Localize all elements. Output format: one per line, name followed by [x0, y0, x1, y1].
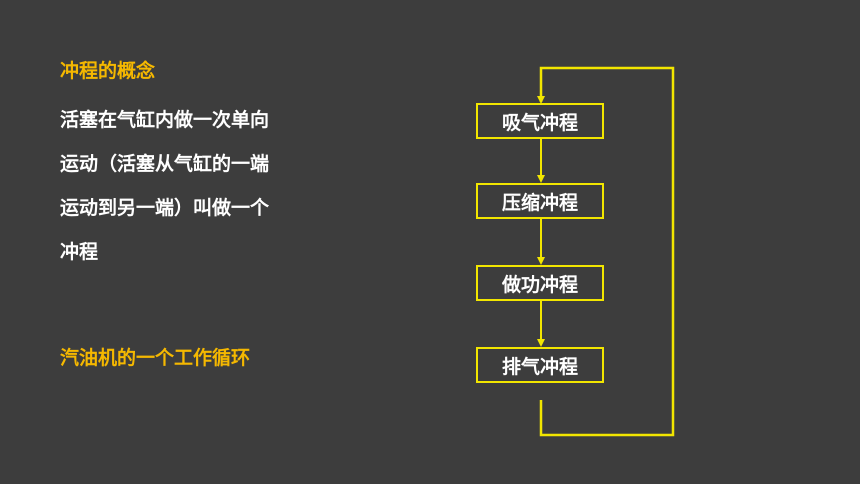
concept-definition: 活塞在气缸内做一次单向 运动（活塞从气缸的一端 运动到另一端）叫做一个 冲程	[60, 98, 350, 274]
definition-line-4: 冲程	[60, 241, 99, 263]
stroke-box-intake: 吸气冲程	[476, 103, 604, 139]
stroke-box-compression: 压缩冲程	[476, 183, 604, 219]
return-loop-line	[537, 66, 675, 437]
concept-title: 冲程的概念	[60, 60, 156, 82]
cycle-heading: 汽油机的一个工作循环	[60, 347, 251, 369]
definition-line-3: 运动到另一端）叫做一个	[60, 197, 270, 219]
definition-line-1: 活塞在气缸内做一次单向	[60, 109, 270, 131]
definition-line-2: 运动（活塞从气缸的一端	[60, 153, 270, 175]
stroke-box-power: 做功冲程	[476, 265, 604, 301]
stroke-box-exhaust: 排气冲程	[476, 347, 604, 383]
